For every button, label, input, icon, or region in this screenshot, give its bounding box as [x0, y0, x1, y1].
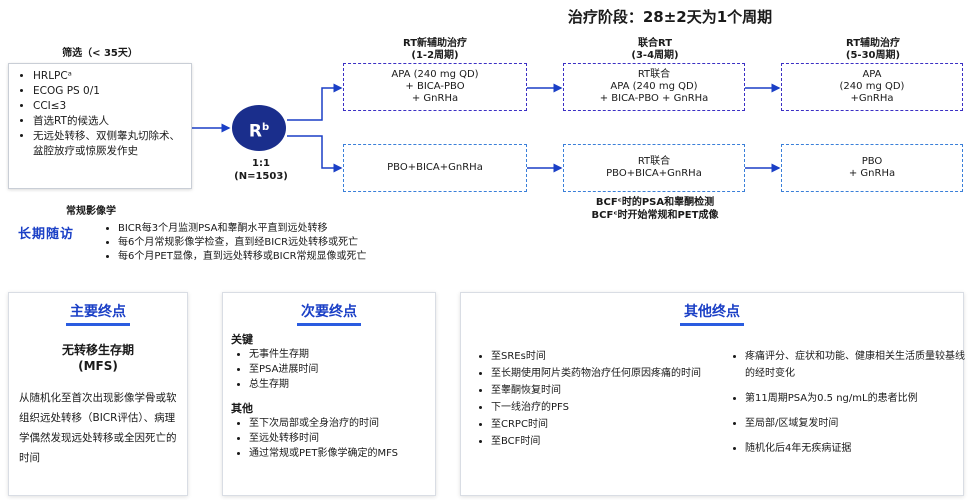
other-item: 至BCF时间 — [491, 433, 717, 450]
randomization-symbol: R — [248, 121, 262, 142]
ratio-n: (N=1503) — [234, 171, 288, 182]
screening-title: 筛选（< 35天） — [62, 48, 138, 59]
regimen-line: PBO — [861, 156, 883, 167]
imaging-title: 常规影像学 — [66, 206, 116, 217]
regimen-line: +GnRHa — [850, 93, 894, 104]
other-endpoints-card: 其他终点 至SREs时间 至长期使用阿片类药物治疗任何原因疼痛的时间 至睾酮恢复… — [460, 292, 965, 496]
regimen-line: PBO+BICA+GnRHa — [387, 162, 483, 173]
other-item: 至睾酮恢复时间 — [491, 382, 717, 399]
primary-endpoint-title: 主要终点 — [70, 304, 126, 320]
screening-item: ECOG PS 0/1 — [33, 84, 185, 99]
secondary-key-label: 关键 — [231, 333, 253, 346]
followup-item: 每6个月PET显像，直到远处转移或BICR常规显像或死亡 — [118, 250, 367, 264]
regimen-line: + GnRHa — [411, 93, 459, 104]
other-item: 至长期使用阿片类药物治疗任何原因疼痛的时间 — [491, 365, 717, 382]
screening-item: 首选RT的候选人 — [33, 114, 185, 129]
title-underline — [680, 323, 744, 326]
secondary-key-item: 至PSA进展时间 — [249, 362, 435, 377]
title-underline — [66, 323, 130, 326]
bcf-note: BCFᶜ时的PSA和睾酮检测 BCFᶜ时开始常规和PET成像 — [560, 196, 750, 222]
regimen-line: (240 mg QD) — [839, 81, 905, 92]
arrow-rand-to-pbo — [287, 135, 343, 173]
secondary-key-item: 无事件生存期 — [249, 347, 435, 362]
secondary-key-list: 无事件生存期 至PSA进展时间 总生存期 — [233, 347, 435, 392]
secondary-other-item: 至下次局部或全身治疗的时间 — [249, 416, 435, 431]
phase-duration: (5-30周期) — [845, 50, 901, 61]
other-item: 疼痛评分、症状和功能、健康相关生活质量较基线的经时变化 — [745, 348, 969, 382]
ratio-value: 1:1 — [252, 158, 270, 169]
apa-arm-neoadjuvant-box: APA (240 mg QD) + BICA-PBO + GnRHa — [343, 63, 527, 111]
apa-arm-adjuvant-box: APA (240 mg QD) +GnRHa — [781, 63, 963, 111]
randomization-circle: Rb — [232, 105, 286, 151]
secondary-other-item: 通过常规或PET影像学确定的MFS — [249, 446, 435, 461]
phase-name: RT新辅助治疗 — [402, 38, 468, 49]
secondary-key-item: 总生存期 — [249, 377, 435, 392]
secondary-other-list: 至下次局部或全身治疗的时间 至远处转移时间 通过常规或PET影像学确定的MFS — [233, 416, 435, 461]
secondary-other-label: 其他 — [231, 402, 253, 415]
other-left-list: 至SREs时间 至长期使用阿片类药物治疗任何原因疼痛的时间 至睾酮恢复时间 下一… — [475, 348, 717, 450]
title-underline — [297, 323, 361, 326]
other-item: 随机化后4年无疾病证据 — [745, 440, 969, 457]
phase-header-neoadjuvant: RT新辅助治疗 (1-2周期) — [370, 38, 500, 62]
phase-duration: (1-2周期) — [411, 50, 459, 61]
randomization-ratio: 1:1 (N=1503) — [233, 157, 289, 183]
endpoint-abbr: (MFS) — [78, 359, 118, 373]
regimen-line: APA (240 mg QD) — [391, 69, 479, 80]
screening-item: 无远处转移、双侧睾丸切除术、盆腔放疗或惊厥发作史 — [33, 129, 185, 159]
regimen-line: PBO+BICA+GnRHa — [606, 168, 702, 179]
regimen-line: + GnRHa — [848, 168, 896, 179]
pbo-arm-concurrent-box: RT联合 PBO+BICA+GnRHa — [563, 144, 745, 192]
primary-endpoint-card: 主要终点 无转移生存期 (MFS) 从随机化至首次出现影像学骨或软组织远处转移（… — [8, 292, 188, 496]
followup-list: BICR每3个月监测PSA和睾酮水平直到远处转移 每6个月常规影像学检查，直到经… — [100, 222, 367, 264]
screening-box: HRLPCᵃ ECOG PS 0/1 CCI≤3 首选RT的候选人 无远处转移、… — [8, 63, 192, 189]
apa-arm-concurrent-box: RT联合 APA (240 mg QD) + BICA-PBO + GnRHa — [563, 63, 745, 111]
regimen-line: + BICA-PBO + GnRHa — [599, 93, 709, 104]
secondary-endpoints-title: 次要终点 — [301, 304, 357, 320]
treatment-phase-title: 治疗阶段：28±2天为1个周期 — [567, 8, 773, 26]
regimen-line: RT联合 — [637, 156, 671, 167]
bcf-note-line: BCFᶜ时开始常规和PET成像 — [591, 210, 719, 221]
other-item: 至CRPC时间 — [491, 416, 717, 433]
phase-name: 联合RT — [637, 38, 673, 49]
other-right-list: 疼痛评分、症状和功能、健康相关生活质量较基线的经时变化 第11周期PSA为0.5… — [729, 348, 969, 457]
regimen-line: + BICA-PBO — [405, 81, 465, 92]
secondary-endpoints-card: 次要终点 关键 无事件生存期 至PSA进展时间 总生存期 其他 至下次局部或全身… — [222, 292, 436, 496]
other-item: 至局部/区域复发时间 — [745, 415, 969, 432]
primary-endpoint-description: 从随机化至首次出现影像学骨或软组织远处转移（BICR评估）、病理学偶然发现远处转… — [19, 392, 177, 464]
other-item: 下一线治疗的PFS — [491, 399, 717, 416]
followup-item: BICR每3个月监测PSA和睾酮水平直到远处转移 — [118, 222, 367, 236]
randomization-superscript: b — [261, 122, 270, 133]
screening-item: HRLPCᵃ — [33, 69, 185, 84]
phase-duration: (3-4周期) — [631, 50, 679, 61]
secondary-other-item: 至远处转移时间 — [249, 431, 435, 446]
arrow-rand-to-apa — [287, 83, 343, 121]
other-item: 至SREs时间 — [491, 348, 717, 365]
primary-endpoint-name: 无转移生存期 (MFS) — [9, 342, 187, 374]
phase-header-concurrent: 联合RT (3-4周期) — [590, 38, 720, 62]
phase-header-adjuvant: RT辅助治疗 (5-30周期) — [808, 38, 938, 62]
regimen-line: RT联合 — [637, 69, 671, 80]
phase-name: RT辅助治疗 — [845, 38, 901, 49]
other-item: 第11周期PSA为0.5 ng/mL的患者比例 — [745, 390, 969, 407]
bcf-note-line: BCFᶜ时的PSA和睾酮检测 — [595, 197, 715, 208]
pbo-arm-adjuvant-box: PBO + GnRHa — [781, 144, 963, 192]
regimen-line: APA — [862, 69, 882, 80]
endpoint-name: 无转移生存期 — [61, 343, 134, 357]
followup-item: 每6个月常规影像学检查，直到经BICR远处转移或死亡 — [118, 236, 367, 250]
long-term-followup-label: 长期随访 — [18, 227, 75, 242]
regimen-line: APA (240 mg QD) — [610, 81, 698, 92]
screening-item: CCI≤3 — [33, 99, 185, 114]
other-endpoints-title: 其他终点 — [684, 304, 740, 320]
pbo-arm-neoadjuvant-box: PBO+BICA+GnRHa — [343, 144, 527, 192]
